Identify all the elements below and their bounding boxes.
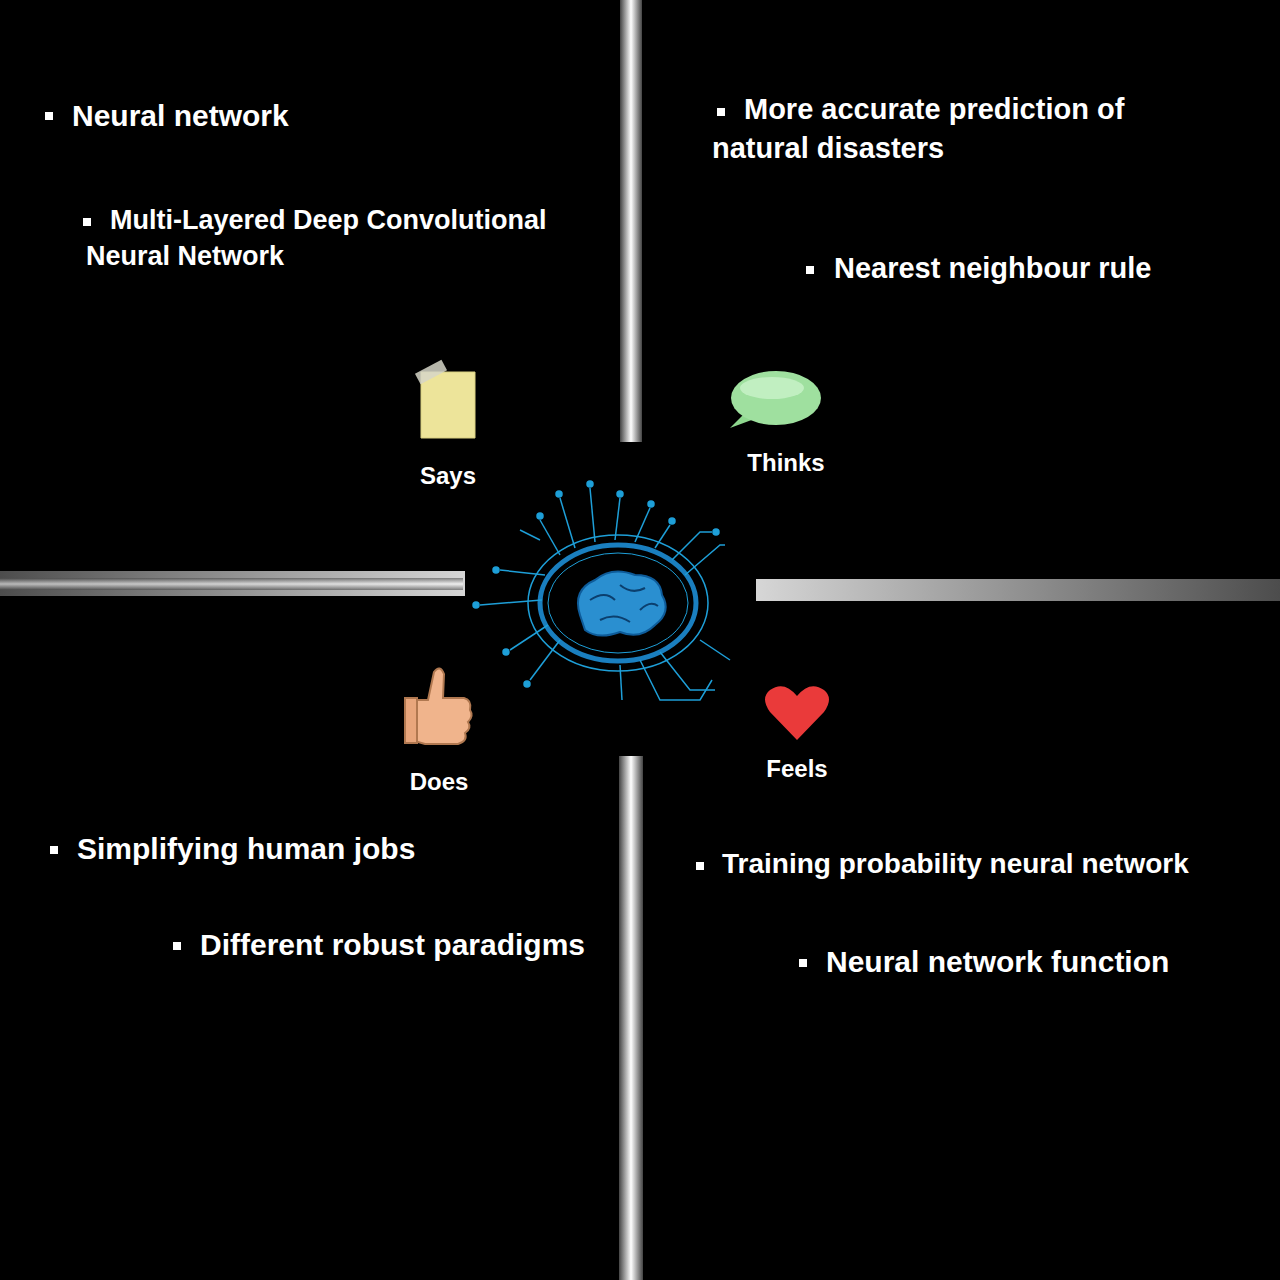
- says-item: Neural network: [72, 96, 592, 137]
- bullet-squares: [45, 108, 814, 967]
- thinks-item: Nearest neighbour rule: [834, 249, 1254, 288]
- heart-icon: [765, 686, 829, 740]
- quadrant-heading: Feels: [749, 753, 845, 785]
- says-item: Multi-Layered Deep Convolutional Neural …: [86, 202, 616, 275]
- feels-item: Neural network function: [826, 942, 1266, 983]
- quadrant-heading: Does: [391, 766, 487, 798]
- thumbs-up-icon: [405, 668, 472, 744]
- thinks-item: More accurate prediction of natural disa…: [712, 90, 1212, 168]
- brain-circuit-illustration: [473, 481, 730, 700]
- speech-bubble-icon: [730, 371, 821, 428]
- note-icon: [415, 360, 475, 438]
- quadrant-heading: Says: [400, 460, 496, 492]
- does-item: Different robust paradigms: [200, 925, 610, 966]
- does-item: Simplifying human jobs: [77, 829, 577, 870]
- quadrant-heading: Thinks: [736, 447, 836, 479]
- feels-item: Training probability neural network: [722, 845, 1270, 883]
